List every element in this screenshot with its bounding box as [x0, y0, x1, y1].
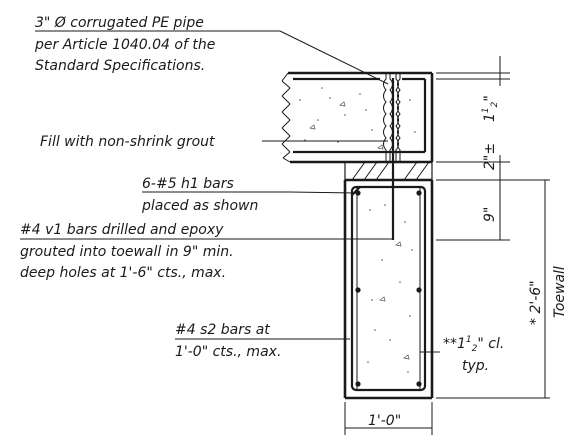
embed-dim: 9"	[482, 207, 498, 222]
v1-note-line-1: #4 v1 bars drilled and epoxy	[20, 222, 224, 238]
v1-note-line-3: deep holes at 1'-6" cts., max.	[20, 265, 226, 281]
grout-note: Fill with non-shrink grout	[40, 134, 215, 150]
pipe-note-line-1: 3" Ø corrugated PE pipe	[35, 15, 204, 31]
h1-note-line-1: 6-#5 h1 bars	[142, 176, 234, 192]
corrugated-pe-pipe	[383, 73, 401, 162]
svg-text:9": 9"	[482, 207, 498, 222]
top-slab	[281, 71, 434, 164]
width-dim: 1'-0"	[368, 413, 401, 429]
toewall-height-dim: * 2'-6"	[528, 280, 544, 325]
svg-text:2"±: 2"±	[482, 143, 498, 170]
slab-reinforcement	[293, 77, 427, 154]
svg-text:Toewall: Toewall	[552, 266, 568, 318]
toewall-stirrups	[350, 185, 427, 392]
s2-note-line-2: 1'-0" cts., max.	[175, 344, 281, 360]
svg-text:* 2'-6": * 2'-6"	[528, 280, 544, 325]
svg-text:112": 112"	[481, 95, 500, 122]
grout-layer	[344, 161, 433, 181]
s2-note-line-1: #4 s2 bars at	[175, 322, 270, 338]
h1-note-line-2: placed as shown	[141, 198, 258, 214]
clear-cover-note: **112" cl. typ.	[443, 335, 504, 374]
v1-note-line-2: grouted into toewall in 9" min.	[20, 244, 234, 260]
dimension-lines	[344, 56, 550, 435]
clear-cover-sup: 1	[466, 335, 472, 345]
cover-top-dim: 112"	[481, 95, 500, 122]
svg-text:**112" cl.: **112" cl.	[443, 335, 504, 354]
clear-cover-prefix: **1	[443, 336, 466, 352]
gap-dim: 2"±	[482, 143, 498, 170]
toewall-label: Toewall	[552, 266, 568, 318]
h1-bars	[355, 190, 422, 387]
pipe-note-line-2: per Article 1040.04 of the	[34, 37, 215, 53]
clear-cover-sub: 2	[472, 344, 478, 354]
leader-lines	[20, 30, 440, 353]
toewall	[343, 178, 434, 400]
clear-cover-line-2: typ.	[462, 358, 489, 374]
pipe-note-line-3: Standard Specifications.	[35, 58, 205, 74]
concrete-stipple	[299, 87, 416, 373]
clear-cover-suffix: " cl.	[477, 336, 504, 352]
